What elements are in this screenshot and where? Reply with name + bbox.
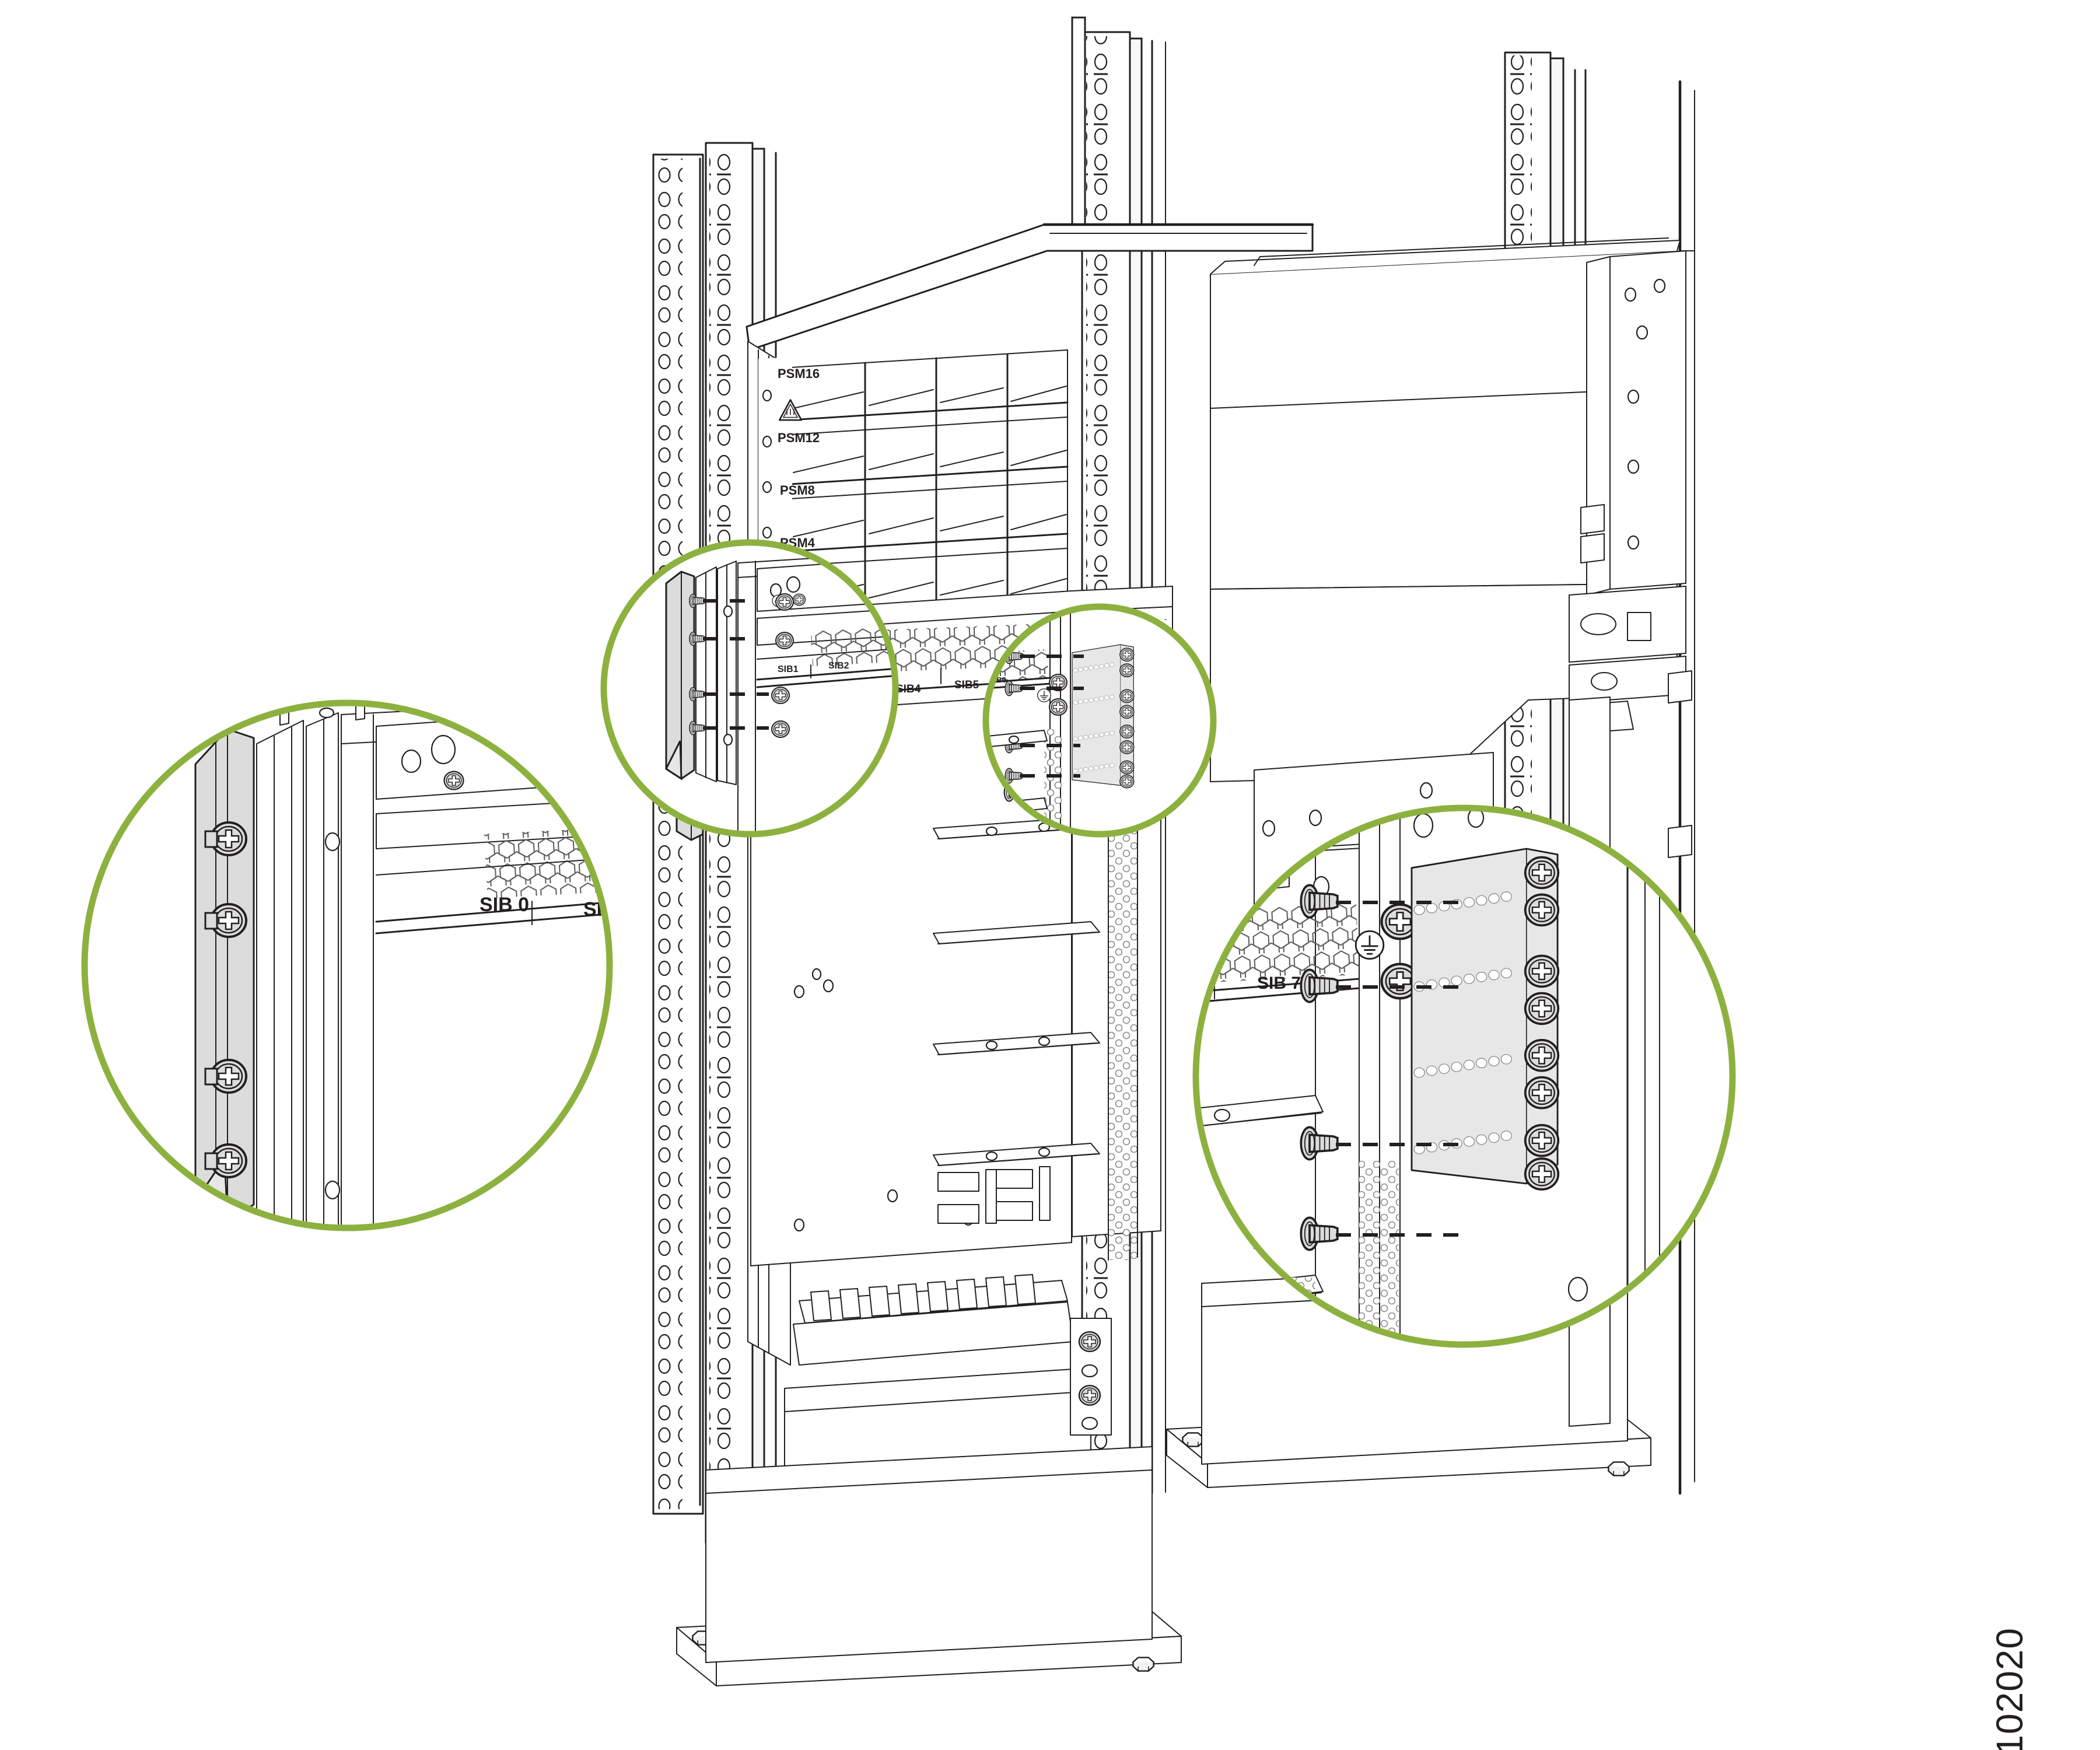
foot-bolt	[1182, 1432, 1204, 1447]
fan-tray	[793, 1274, 1074, 1366]
figure-id-label: g102020	[1989, 1628, 2031, 1750]
rack-left-outer-rail	[652, 153, 704, 1515]
callout2-sib-label-0: SIB1	[778, 664, 799, 674]
callout2-sib-label-1: SIB2	[828, 661, 849, 671]
lower-bracket-hardware	[1070, 1318, 1112, 1436]
earth-ground-icon	[1037, 688, 1051, 702]
sib-label-5: SIB5	[954, 679, 979, 691]
chassis-screw	[775, 632, 794, 649]
earth-ground-icon	[1354, 930, 1385, 960]
psm-label-2: PSM8	[780, 483, 815, 498]
foot-bolt	[1608, 1461, 1630, 1476]
callout-left-detail: SIB 0 SIB1	[81, 699, 613, 1231]
rail-screw	[1078, 1384, 1101, 1406]
callout-circle-left	[81, 699, 613, 1231]
chassis-screw	[771, 720, 790, 738]
panel-screw	[792, 593, 806, 606]
chassis-screw	[771, 687, 790, 704]
callout-right-detail: SIB 7	[1192, 804, 1736, 1348]
psm-label-0: PSM16	[778, 366, 820, 381]
psm-label-1: PSM12	[778, 430, 820, 445]
rear-left-post-upper	[1071, 16, 1086, 229]
rear-right-side-panel	[1210, 237, 1681, 782]
panel-screw	[443, 771, 464, 790]
rail-screw	[1078, 1331, 1101, 1353]
callout-sib-label-0: SIB 0	[480, 894, 529, 916]
callout-circle-upper-left	[600, 539, 899, 838]
callout-circle-upper-right	[982, 603, 1217, 838]
rear-right-hardware	[1569, 250, 1692, 858]
callout-upper-left-detail: SIB1 SIB2	[600, 539, 899, 838]
callout4-sib-label: SIB 7	[1257, 974, 1301, 993]
sib-label-4: SIB4	[896, 683, 921, 695]
ground-screw	[1049, 698, 1068, 716]
chassis-screw	[775, 593, 794, 611]
callout-circle-right	[1192, 804, 1736, 1348]
foot-bolt	[1132, 1657, 1154, 1672]
